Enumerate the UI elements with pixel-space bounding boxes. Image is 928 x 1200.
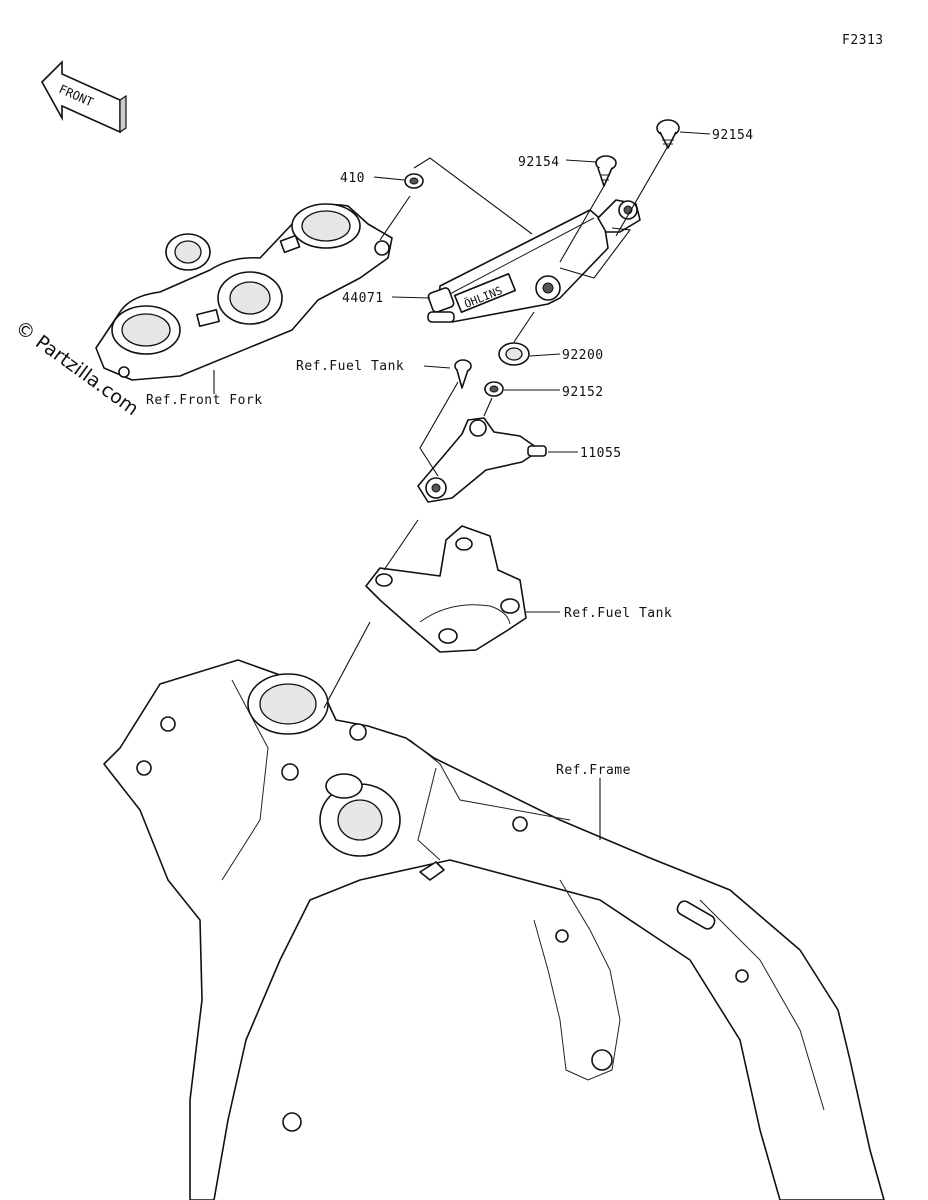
diagram-code: F2313 — [842, 33, 884, 48]
nut-92152-drawing — [484, 381, 504, 397]
collar-92200-drawing — [498, 342, 530, 366]
label-92154-top: 92154 — [712, 128, 754, 143]
label-410: 410 — [340, 171, 365, 186]
washer-410-drawing — [404, 173, 424, 189]
label-92200: 92200 — [562, 348, 604, 363]
label-92154-mid: 92154 — [518, 155, 560, 170]
frame-drawing — [103, 659, 885, 1200]
label-92152: 92152 — [562, 385, 604, 400]
label-ref-fuel-tank-lower: Ref.Fuel Tank — [564, 606, 672, 621]
label-11055: 11055 — [580, 446, 622, 461]
label-ref-frame: Ref.Frame — [556, 763, 631, 778]
bolt-fuel-tank-drawing — [454, 359, 472, 389]
label-44071: 44071 — [342, 291, 384, 306]
label-ref-front-fork: Ref.Front Fork — [146, 393, 263, 408]
steering-damper-drawing: ÖHLINS — [427, 199, 641, 323]
bracket-11055-drawing — [417, 417, 547, 503]
bolt-92154-top-drawing — [656, 119, 680, 149]
fuel-tank-bracket-drawing — [365, 525, 527, 653]
front-arrow-icon: FRONT — [41, 60, 127, 134]
bolt-92154-mid-drawing — [595, 155, 617, 187]
label-ref-fuel-tank-upper: Ref.Fuel Tank — [296, 359, 404, 374]
leader-lines — [213, 131, 711, 840]
front-fork-clamp-drawing — [95, 203, 393, 381]
